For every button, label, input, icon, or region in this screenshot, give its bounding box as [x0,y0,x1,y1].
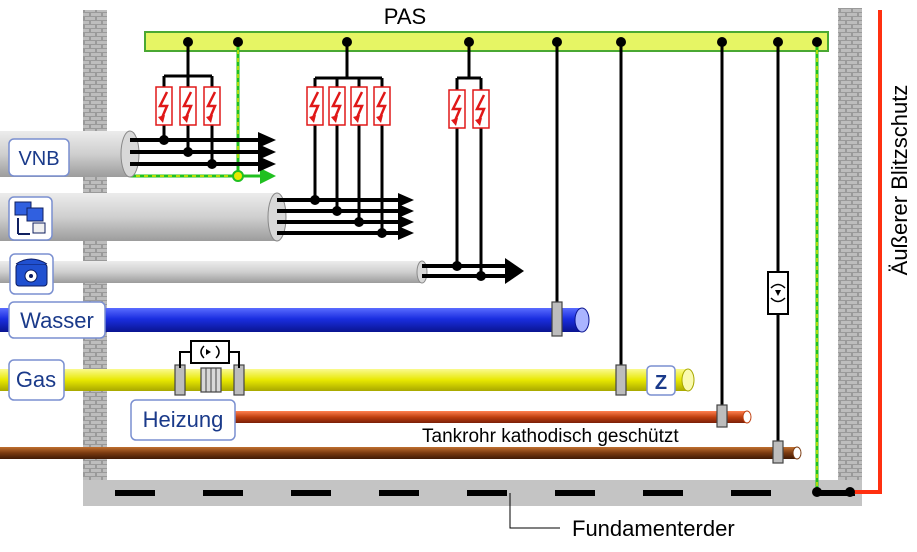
vnb-arrowheads [258,132,276,172]
pe-junction [232,170,244,182]
telephone-conductors [422,264,510,278]
gas-label: Gas [16,367,56,392]
telephone-arrowhead [505,258,524,284]
gas-insulating-piece [179,340,240,393]
right-wall [838,8,862,484]
surge-dots-telephone [452,37,486,281]
gas-pipe [0,368,695,392]
foundation-label: Fundamenterder [572,516,735,541]
telephone-icon [9,253,54,295]
lightning-protection-label: Äußerer Blitzschutz [887,85,912,276]
vnb-label-box: VNB [8,138,70,177]
bonding-dots [552,37,855,497]
surge-group-telephone [455,42,483,276]
surge-dots-vnb [159,37,243,169]
pas-bar [144,31,829,52]
bonding-conductors [555,42,780,444]
left-wall [83,10,107,480]
tank-pipe [0,446,802,460]
water-label-box: Wasser [8,301,106,339]
telephone-cable-pipe [0,260,428,284]
pe-arrow-head [260,168,276,184]
vnb-label: VNB [18,148,59,170]
lightning-conductor [850,10,882,494]
gas-meter-label: Z [655,372,667,394]
surge-group-it [313,42,384,233]
heating-label-box: Heizung [130,399,236,441]
surge-protector-icon [155,86,490,129]
gas-label-box: Gas [8,359,65,401]
water-label: Wasser [20,308,94,333]
pipe-clamps [174,301,784,464]
heating-label: Heizung [143,407,224,432]
heating-pipe [235,410,752,424]
it-arrowheads [398,193,414,240]
gas-meter-box: Z [646,365,676,396]
pas-label: PAS [384,4,426,29]
computer-network-icon [8,196,53,241]
vnb-conductors [130,138,262,166]
tank-pipe-label: Tankrohr kathodisch geschützt [422,426,679,447]
isolating-spark-gap-icon [767,271,789,315]
foundation-label-leader [509,493,560,529]
surge-dots-it [310,37,387,238]
